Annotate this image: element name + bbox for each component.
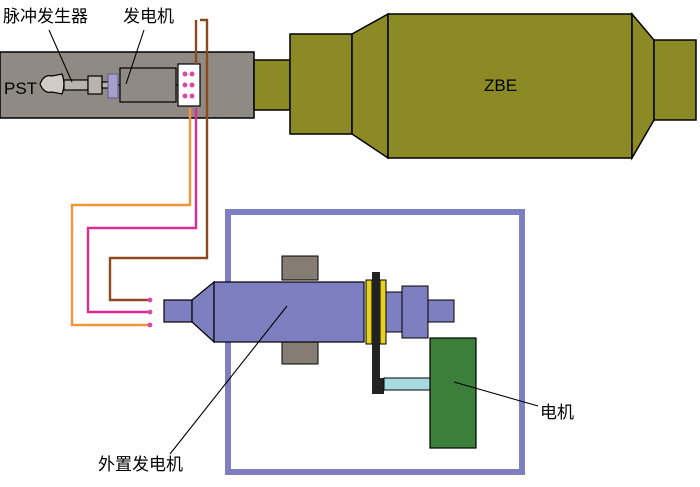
tool-body (0, 51, 255, 119)
generator-label: 发电机 (123, 7, 174, 26)
pst-label: PST (4, 79, 37, 98)
external-generator-label: 外置发电机 (98, 455, 183, 474)
zbe-assembly (253, 11, 697, 161)
wire-brown (108, 18, 209, 302)
connector-box (177, 63, 201, 107)
wire-orange (70, 108, 192, 327)
external-generator (147, 255, 365, 365)
belt-drive (372, 377, 433, 394)
internal-generator (107, 67, 180, 103)
pulser-label: 脉冲发生器 (3, 7, 88, 26)
zbe-label: ZBE (484, 76, 517, 95)
motor (429, 337, 477, 449)
leader-lines (48, 29, 539, 455)
motor-label: 电机 (540, 403, 574, 422)
coupling (365, 272, 387, 392)
output-shaft (385, 285, 455, 339)
wire-magenta (86, 108, 198, 314)
